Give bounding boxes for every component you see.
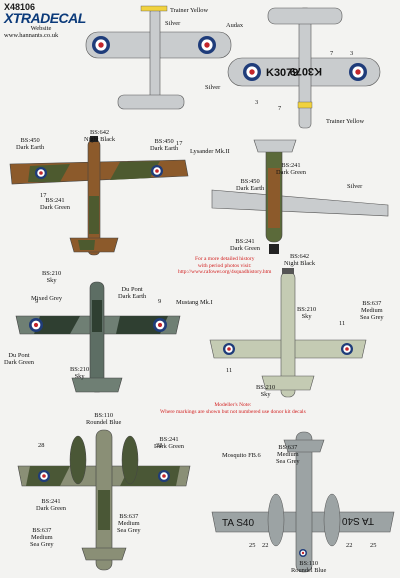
mustang-top-view <box>15 281 181 393</box>
audax-marking-7-bottom: 7 <box>278 105 282 112</box>
audax-silver-side-label: Silver <box>205 84 221 91</box>
audax-marking-3-bottom: 3 <box>255 99 259 106</box>
lysander-night-black-label: BS:642 Night Black <box>84 129 116 144</box>
lysander-dark-green-right-label: BS:241 Dark Green <box>276 162 306 177</box>
mustang-sky-bottom-label: BS:210 Sky <box>70 366 90 381</box>
mosquito-top-view <box>17 429 191 571</box>
mustang-name: Mustang Mk.I <box>176 299 213 306</box>
lysander-dark-earth-left-label: BS:450 Dark Earth <box>16 137 45 152</box>
audax-trainer-yellow-bottom-label: Trainer Yellow <box>326 118 365 125</box>
mosquito-dark-green-top-label: BS:241 Dark Green <box>154 436 184 451</box>
audax-name: Audax <box>226 22 244 29</box>
mosquito-dark-green-left-label: BS:241 Dark Green <box>36 498 66 513</box>
mustang-marking-9-left: 9 <box>35 298 39 305</box>
lysander-marking-17-left: 17 <box>40 192 47 199</box>
mustang-marking-9-right: 9 <box>158 298 162 305</box>
mustang-sky-right-label: BS:210 Sky <box>297 306 317 321</box>
xtradecal-logo: XTRADECAL <box>4 10 86 26</box>
mustang-marking-11-left: 11 <box>226 367 233 374</box>
audax-top-view <box>85 5 232 110</box>
mosquito-underside-view: TA S40 TA S40 <box>211 431 395 573</box>
audax-silver-label: Silver <box>165 20 181 27</box>
mosquito-marking-22-left: 22 <box>262 542 269 549</box>
mosquito-medium-sea-grey-right-label: BS:637 Medium Sea Grey <box>276 444 300 466</box>
mosquito-marking-25-left: 25 <box>249 542 256 549</box>
mosquito-roundel-blue-label: BS:110 Roundel Blue <box>86 412 122 427</box>
audax-underside-view: K3079 K3079 <box>227 7 381 129</box>
mustang-sky-under-label: BS:210 Sky <box>256 384 276 399</box>
lysander-dark-earth-top-label: BS:450 Dark Earth <box>150 138 179 153</box>
mosquito-marking-28-left: 28 <box>38 442 45 449</box>
mustang-marking-11-right: 11 <box>339 320 346 327</box>
svg-text:TA S40: TA S40 <box>222 518 254 529</box>
lysander-dark-green-bottom-label: BS:241 Dark Green <box>230 238 260 253</box>
mosquito-roundel-blue-bottom-label: BS:110 Roundel Blue <box>291 560 327 575</box>
audax-trainer-yellow-label: Trainer Yellow <box>170 7 209 14</box>
audax-marking-3: 3 <box>350 50 354 57</box>
lysander-silver-label: Silver <box>347 183 363 190</box>
website-url[interactable]: www.hannants.co.uk <box>4 32 59 39</box>
lysander-underside-view <box>211 139 389 254</box>
mosquito-name: Mosquito FB.6 <box>222 452 261 459</box>
mustang-dupont-dark-earth-label: Du Pont Dark Earth <box>118 286 147 301</box>
lysander-name: Lysander Mk.II <box>190 148 230 155</box>
mustang-medium-sea-grey-label: BS:637 Medium Sea Grey <box>360 300 384 322</box>
mosquito-medium-sea-grey-center-label: BS:637 Medium Sea Grey <box>117 513 141 535</box>
modellers-note: Modeller's Note: Where markings are show… <box>160 402 306 415</box>
lysander-marking-17-top: 17 <box>176 140 183 147</box>
mustang-dupont-dark-green-label: Du Pont Dark Green <box>4 352 34 367</box>
svg-text:TA S40: TA S40 <box>342 515 374 526</box>
lysander-top-view <box>9 136 189 256</box>
lysander-night-black-bottom-label: BS:642 Night Black <box>284 253 316 268</box>
mosquito-medium-sea-grey-left-label: BS:637 Medium Sea Grey <box>30 527 54 549</box>
mustang-sky-top-label: BS:210 Sky <box>42 270 62 285</box>
svg-text:K3079: K3079 <box>266 67 298 79</box>
lysander-dark-green-left-label: BS:241 Dark Green <box>40 197 70 212</box>
svg-text:K3079: K3079 <box>290 65 322 77</box>
lysander-dark-earth-right-label: BS:450 Dark Earth <box>236 178 265 193</box>
mustang-mixed-grey-label: Mixed Grey <box>31 295 63 302</box>
website-label: Website <box>30 25 52 32</box>
mosquito-marking-22-right: 22 <box>346 542 353 549</box>
mosquito-marking-25-right: 25 <box>370 542 377 549</box>
mosquito-marking-28-right: 28 <box>156 442 163 449</box>
mustang-underside-view <box>209 268 367 398</box>
audax-marking-7: 7 <box>330 50 334 57</box>
product-code: X48106 <box>4 2 36 12</box>
history-note: For a more detailed history with period … <box>178 256 272 276</box>
